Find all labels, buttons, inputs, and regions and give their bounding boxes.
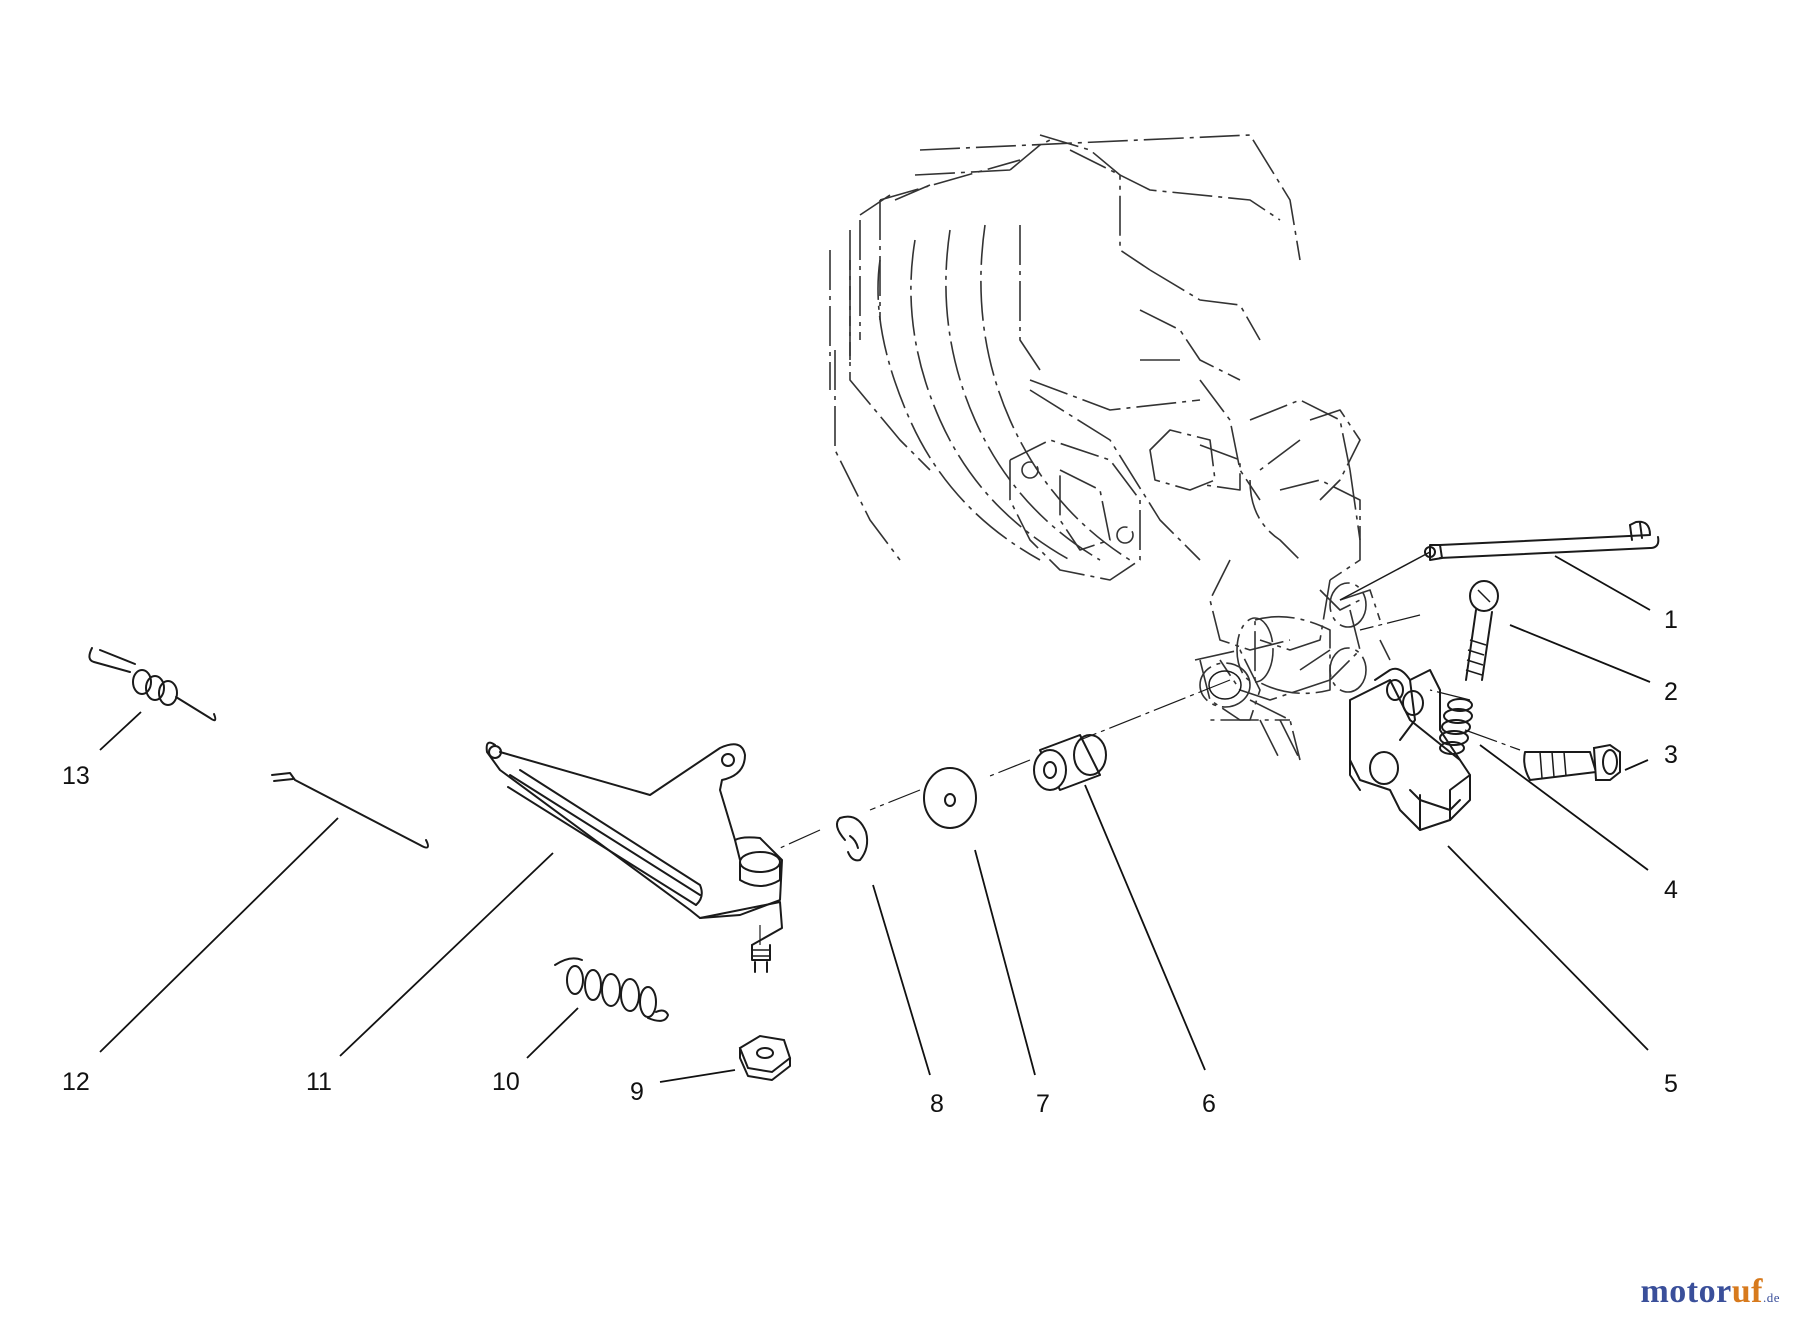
- watermark-brand-b: uf: [1731, 1273, 1763, 1310]
- leader-2: [1509, 624, 1651, 683]
- engine-block: [829, 134, 1391, 761]
- watermark-suffix: .de: [1762, 1290, 1780, 1305]
- leader-12: [99, 817, 339, 1053]
- callout-7: 7: [1036, 1090, 1050, 1118]
- leader-3: [1624, 759, 1649, 771]
- part-10-spring: [554, 957, 669, 1022]
- callout-13: 13: [62, 762, 90, 790]
- leader-11: [339, 852, 554, 1057]
- callout-6: 6: [1202, 1090, 1216, 1118]
- part-3-bolt: [1523, 743, 1621, 781]
- leader-13: [99, 711, 142, 751]
- part-8-retaining-clip: [835, 815, 869, 862]
- leader-4: [1479, 744, 1649, 871]
- part-13-spring: [88, 647, 217, 722]
- leader-8: [872, 884, 931, 1076]
- callout-3: 3: [1664, 741, 1678, 769]
- watermark-brand-a: motor: [1640, 1273, 1732, 1310]
- leader-7: [974, 849, 1036, 1076]
- leader-9: [659, 1069, 736, 1083]
- part-12-rod: [271, 772, 429, 849]
- leader-10: [526, 1007, 579, 1059]
- leader-5: [1447, 845, 1649, 1051]
- callout-4: 4: [1664, 876, 1678, 904]
- leader-6: [1084, 784, 1206, 1071]
- part-1-governor-link: [1339, 520, 1660, 601]
- assembly-axis: [759, 614, 1521, 945]
- callout-9: 9: [630, 1078, 644, 1106]
- leader-1: [1554, 555, 1651, 611]
- callout-2: 2: [1664, 678, 1678, 706]
- callout-1: 1: [1664, 606, 1678, 634]
- part-6-bushing: [1033, 734, 1107, 791]
- callout-12: 12: [62, 1068, 90, 1096]
- callout-11: 11: [306, 1068, 332, 1096]
- leader-lines: [99, 555, 1651, 1083]
- part-11-lever: [485, 741, 783, 973]
- part-7-washer: [923, 767, 977, 829]
- callout-10: 10: [492, 1068, 520, 1096]
- callout-5: 5: [1664, 1070, 1678, 1098]
- part-4-spring: [1439, 698, 1473, 755]
- part-2-screw: [1465, 580, 1499, 681]
- part-5-governor-bracket: [1349, 667, 1471, 831]
- callout-numbers: 1 2 3 4 5 6 7 8 9 10 11 12 13: [62, 606, 1678, 1118]
- callout-8: 8: [930, 1090, 944, 1118]
- watermark-logo: motoruf.de: [1640, 1273, 1780, 1311]
- part-9-hex-nut: [738, 1034, 792, 1081]
